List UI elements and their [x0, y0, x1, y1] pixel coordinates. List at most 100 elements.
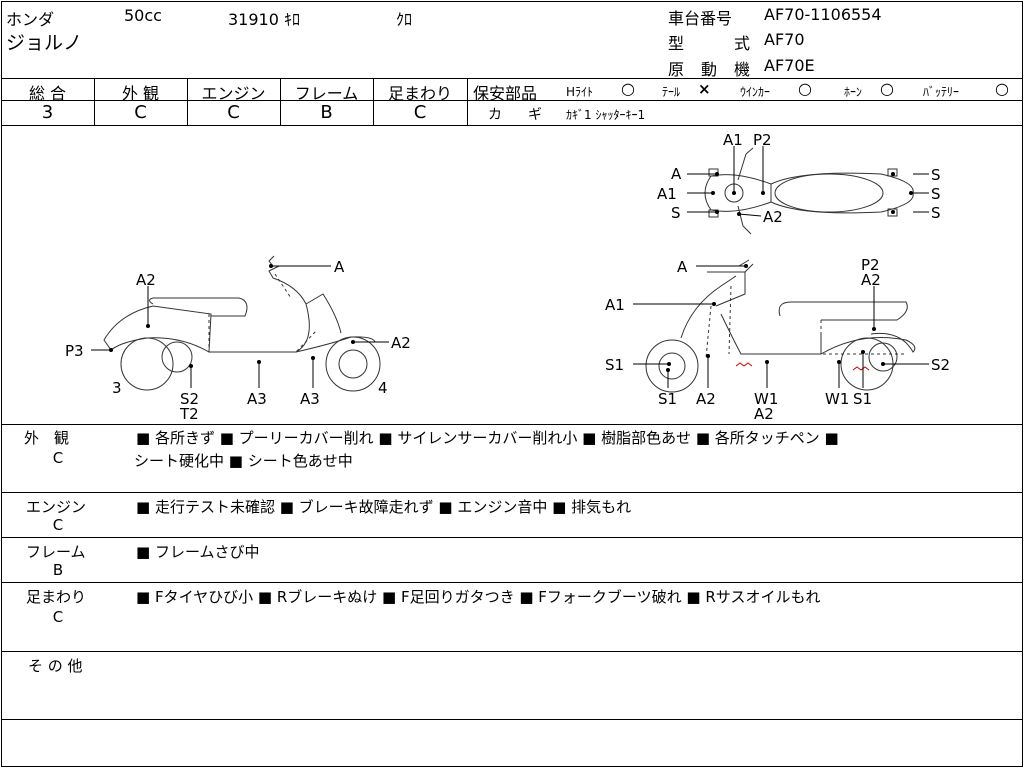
frame-no: AF70-1106554 [764, 5, 882, 24]
key-label-2: ギ [528, 107, 542, 123]
left-a3-1-label: A3 [247, 390, 267, 408]
divider [1, 537, 1023, 538]
headlight-label: Hﾗｲﾄ [566, 85, 594, 99]
engine-grade: C [227, 102, 240, 123]
exterior-section-grade: C [52, 449, 64, 467]
right-s2-label: S2 [931, 356, 950, 374]
overall-grade: 3 [41, 102, 54, 123]
divider [94, 78, 95, 125]
top-a1-left-label: A1 [657, 185, 677, 203]
tail-status: × [698, 80, 711, 98]
key-label-1: カ [488, 107, 502, 123]
battery-status: ○ [995, 79, 1009, 98]
exterior-notes-line1: ■ 各所きず ■ プーリーカバー削れ ■ サイレンサーカバー削れ小 ■ 樹脂部色… [136, 429, 839, 447]
key-value: ｶｷﾞ1 ｼｬｯﾀｰｷｰ1 [566, 108, 646, 122]
suspension-section-grade: C [52, 608, 64, 626]
top-a-left-label: A [671, 165, 682, 183]
divider [1, 78, 1023, 79]
top-a1-label: A1 [723, 131, 743, 149]
tail-label: ﾃｰﾙ [662, 85, 681, 99]
divider [1, 125, 1023, 126]
divider [467, 100, 1023, 101]
exterior-grade: C [134, 102, 147, 123]
engine-notes-line1: ■ 走行テスト未確認 ■ ブレーキ故障走れず ■ エンジン音中 ■ 排気もれ [136, 498, 632, 516]
scooter-top-view [704, 147, 914, 235]
scooter-left-view [103, 255, 381, 392]
divider [187, 78, 188, 125]
headlight-status: ○ [621, 79, 635, 98]
frame-label: フレーム [294, 84, 359, 103]
right-s1-2-label: S1 [853, 390, 872, 408]
mileage: 31910 ｷﾛ [228, 10, 300, 29]
left-p3-label: P3 [65, 342, 84, 360]
winker-label: ｳｲﾝｶｰ [740, 85, 771, 99]
engine-label: エンジン [201, 84, 266, 103]
model-name: ジョルノ [6, 32, 83, 54]
right-p2-label: P2 [861, 256, 880, 274]
divider [1, 424, 1023, 425]
top-s-left-label: S [671, 204, 681, 222]
engine-label-1: 原 [668, 60, 685, 79]
divider [280, 78, 281, 125]
top-p2-label: P2 [753, 131, 772, 149]
right-a-label: A [677, 258, 688, 276]
right-s1-bot-label: S1 [658, 390, 677, 408]
horn-label: ﾎｰﾝ [844, 85, 863, 99]
suspension-notes-line1: ■ Fタイヤひび小 ■ Rブレーキぬけ ■ F足回りガタつき ■ Fフォークブー… [136, 588, 821, 606]
type-label-1: 型 [668, 34, 685, 53]
frame-notes-line1: ■ フレームさび中 [136, 543, 260, 561]
exterior-notes-line2: シート硬化中 ■ シート色あせ中 [134, 452, 353, 470]
divider [1, 492, 1023, 493]
right-a2-top-label: A2 [861, 271, 881, 289]
type-label-2: 式 [734, 34, 751, 53]
divider [373, 78, 374, 125]
horn-status: ○ [880, 79, 894, 98]
left-a3-2-label: A3 [300, 390, 320, 408]
right-s1-left-label: S1 [605, 356, 624, 374]
other-section-label: そ の 他 [28, 657, 83, 675]
displacement: 50cc [124, 6, 162, 25]
scooter-right-view [645, 259, 916, 393]
left-a-label: A [334, 258, 345, 276]
color: ｸﾛ [396, 10, 413, 29]
left-4-label: 4 [378, 379, 388, 397]
engine-section-grade: C [52, 516, 64, 534]
left-a2-top-label: A2 [136, 271, 156, 289]
divider [467, 78, 468, 125]
left-a2-right-label: A2 [391, 334, 411, 352]
frame-grade: B [320, 102, 333, 123]
right-a2-bot-label: A2 [696, 390, 716, 408]
divider [1, 651, 1023, 652]
engine-value: AF70E [764, 56, 815, 75]
top-s2-label: S [931, 185, 941, 203]
winker-status: ○ [798, 79, 812, 98]
engine-section-label: エンジン [26, 498, 87, 516]
left-t2-label: T2 [179, 405, 199, 423]
safety-label: 保安部品 [473, 84, 538, 103]
divider [1, 100, 467, 101]
exterior-section-label: 外 観 [24, 429, 70, 447]
damage-diagram: A1 P2 A A1 S A2 S S S A A2 P3 A2 3 4 S2 … [65, 131, 950, 423]
divider [1, 582, 1023, 583]
engine-label-3: 機 [734, 60, 751, 79]
top-s1-label: S [931, 166, 941, 184]
engine-label-2: 動 [701, 60, 718, 79]
overall-label: 総 合 [28, 84, 67, 103]
top-a2-label: A2 [763, 208, 783, 226]
suspension-grade: C [413, 102, 427, 123]
left-s2-label: S2 [180, 390, 199, 408]
right-a2-w-label: A2 [754, 405, 774, 423]
exterior-label: 外 観 [121, 84, 160, 103]
right-a1-label: A1 [605, 296, 625, 314]
maker: ホンダ [6, 10, 55, 29]
suspension-section-label: 足まわり [26, 588, 87, 606]
type-value: AF70 [764, 30, 805, 49]
battery-label: ﾊﾞｯﾃﾘｰ [923, 85, 960, 99]
frame-no-label: 車台番号 [668, 9, 733, 28]
frame-section-grade: B [52, 561, 64, 579]
frame-section-label: フレーム [26, 543, 86, 561]
top-s3-label: S [931, 204, 941, 222]
right-w1-2-label: W1 [825, 390, 849, 408]
divider [1, 719, 1023, 720]
